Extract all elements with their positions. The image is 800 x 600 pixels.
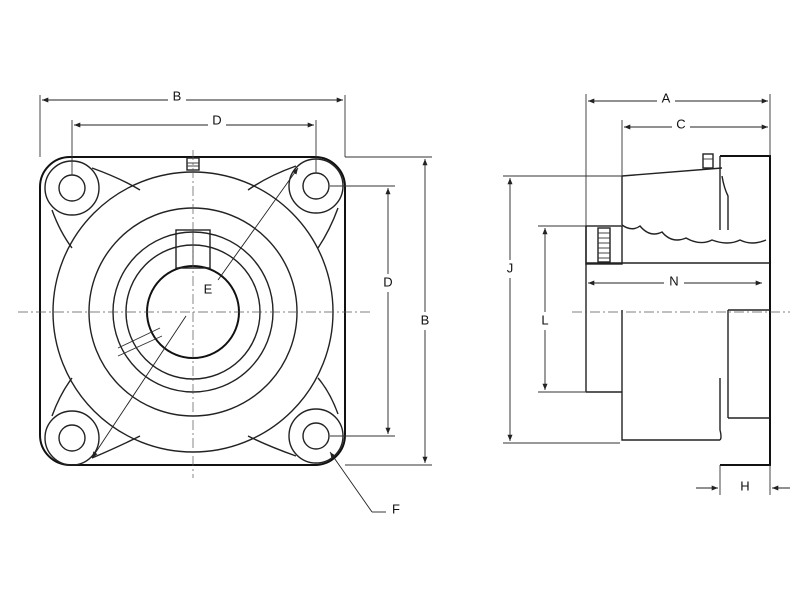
web-bl-a [51, 377, 73, 417]
web-tr-a [247, 165, 297, 191]
web-br-b [247, 435, 297, 457]
set-screw [117, 327, 163, 357]
side-view: A C J L N H [501, 90, 790, 495]
bolt-hole-br [302, 422, 330, 450]
label-h: H [740, 478, 749, 493]
web-br-a [317, 377, 339, 415]
ear-bottom-left [44, 410, 100, 466]
label-e: E [204, 281, 213, 296]
web-tr-b [317, 207, 339, 249]
web-tl-a [91, 167, 141, 191]
label-b-right: B [421, 312, 430, 327]
front-view: E F B D D B [18, 88, 434, 516]
housing-top [621, 167, 723, 177]
label-c: C [676, 116, 685, 131]
label-d-right: D [383, 274, 392, 289]
label-a: A [662, 90, 671, 105]
grease-fitting-side-icon [702, 153, 714, 169]
dimension-e-upper [217, 167, 299, 281]
web-tl-b [51, 209, 73, 249]
label-j: J [507, 260, 514, 275]
break-line [621, 224, 767, 244]
label-d-top: D [212, 112, 221, 127]
set-screw-thread [597, 227, 611, 263]
housing-bottom [621, 310, 720, 441]
label-b-top: B [173, 88, 182, 103]
leader-f [329, 451, 373, 513]
label-n: N [669, 273, 678, 288]
bolt-hole-tl [58, 174, 86, 202]
dimension-e-lower [91, 315, 187, 459]
label-l: L [541, 312, 548, 327]
bolt-hole-bl [58, 424, 86, 452]
label-f: F [392, 501, 400, 516]
bolt-hole-tr [302, 172, 330, 200]
flange-outline [39, 156, 346, 466]
